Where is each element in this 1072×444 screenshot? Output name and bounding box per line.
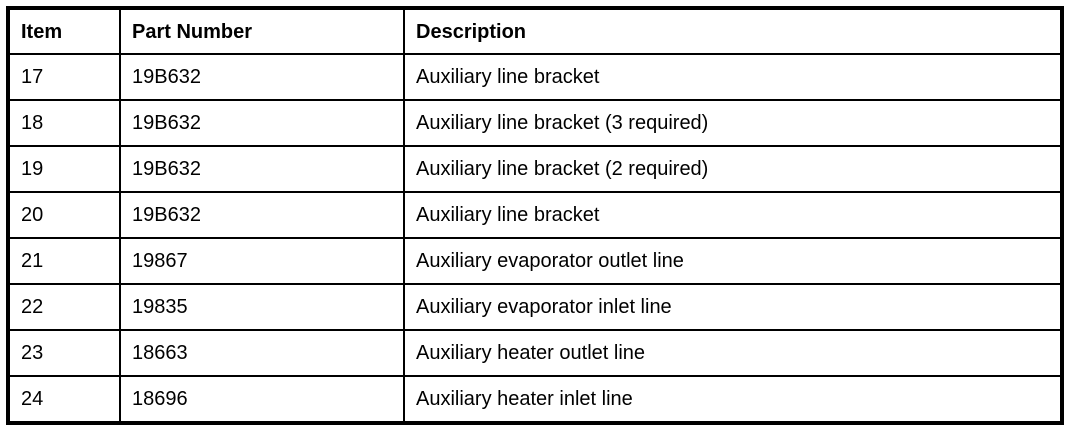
parts-table-header: Item Part Number Description xyxy=(7,7,1063,55)
description-cell: Auxiliary line bracket xyxy=(403,191,1063,239)
header-row: Item Part Number Description xyxy=(7,7,1063,55)
table-row: 22 19835 Auxiliary evaporator inlet line xyxy=(7,283,1063,331)
item-cell: 23 xyxy=(7,329,121,377)
part-number-cell: 19B632 xyxy=(119,53,405,101)
description-cell: Auxiliary line bracket xyxy=(403,53,1063,101)
item-cell: 20 xyxy=(7,191,121,239)
parts-table: Item Part Number Description 17 19B632 A… xyxy=(6,6,1064,425)
table-row: 20 19B632 Auxiliary line bracket xyxy=(7,191,1063,239)
item-cell: 21 xyxy=(7,237,121,285)
description-cell: Auxiliary heater outlet line xyxy=(403,329,1063,377)
table-row: 21 19867 Auxiliary evaporator outlet lin… xyxy=(7,237,1063,285)
item-cell: 19 xyxy=(7,145,121,193)
description-cell: Auxiliary line bracket (3 required) xyxy=(403,99,1063,147)
item-cell: 24 xyxy=(7,375,121,424)
table-row: 23 18663 Auxiliary heater outlet line xyxy=(7,329,1063,377)
item-cell: 22 xyxy=(7,283,121,331)
part-number-cell: 19B632 xyxy=(119,145,405,193)
table-row: 24 18696 Auxiliary heater inlet line xyxy=(7,375,1063,424)
parts-table-body: 17 19B632 Auxiliary line bracket 18 19B6… xyxy=(7,53,1063,424)
table-row: 18 19B632 Auxiliary line bracket (3 requ… xyxy=(7,99,1063,147)
description-cell: Auxiliary evaporator outlet line xyxy=(403,237,1063,285)
item-cell: 17 xyxy=(7,53,121,101)
part-number-cell: 19867 xyxy=(119,237,405,285)
column-header-item: Item xyxy=(7,7,121,55)
description-cell: Auxiliary line bracket (2 required) xyxy=(403,145,1063,193)
table-row: 17 19B632 Auxiliary line bracket xyxy=(7,53,1063,101)
part-number-cell: 18663 xyxy=(119,329,405,377)
table-row: 19 19B632 Auxiliary line bracket (2 requ… xyxy=(7,145,1063,193)
part-number-cell: 19B632 xyxy=(119,191,405,239)
part-number-cell: 19B632 xyxy=(119,99,405,147)
column-header-description: Description xyxy=(403,7,1063,55)
description-cell: Auxiliary heater inlet line xyxy=(403,375,1063,424)
part-number-cell: 19835 xyxy=(119,283,405,331)
item-cell: 18 xyxy=(7,99,121,147)
description-cell: Auxiliary evaporator inlet line xyxy=(403,283,1063,331)
part-number-cell: 18696 xyxy=(119,375,405,424)
column-header-part-number: Part Number xyxy=(119,7,405,55)
